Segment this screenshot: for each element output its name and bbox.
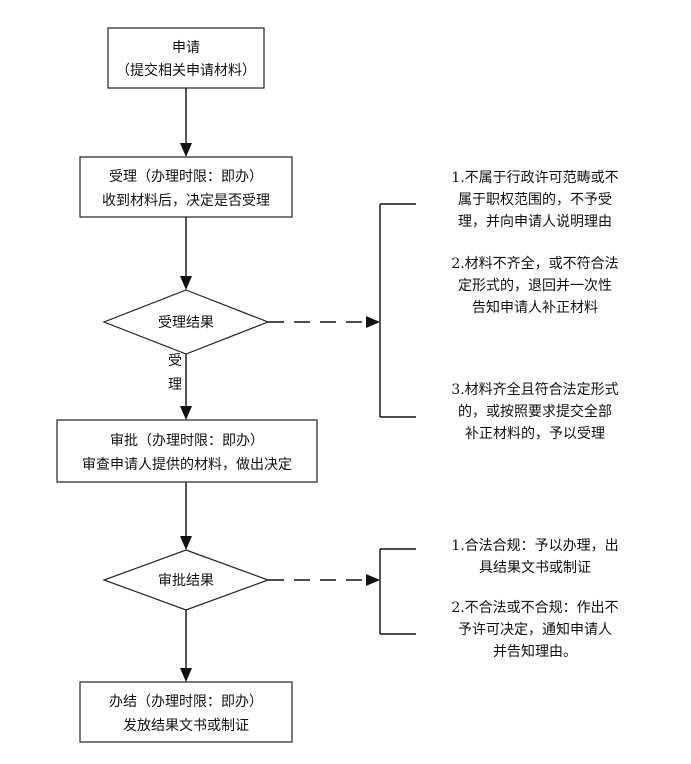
accept-title: 受理（办理时限：即办）	[109, 169, 263, 185]
apply-step: 申请 （提交相关申请材料）	[107, 27, 265, 89]
accept-outcome-2: 2.材料不齐全，或不符合法 定形式的，退回并一次性 告知申请人补正材料	[451, 255, 618, 316]
arrowhead-accept-decision	[180, 276, 192, 290]
apply-title: 申请	[172, 40, 200, 56]
review-result-label: 审批结果	[158, 573, 214, 589]
review-result-decision: 审批结果	[102, 549, 270, 611]
review-outcome-2-line-1: 2.不合法或不合规：作出不	[451, 600, 618, 616]
accept-outcome-1-line-2: 属于职权范围的，不予受	[458, 191, 612, 208]
apply-box	[107, 27, 265, 89]
arrowhead-review-outcomes	[366, 574, 380, 586]
accept-outcome-1: 1.不属于行政许可范畴或不 属于职权范围的，不予受 理，并向申请人说明理由	[451, 169, 618, 230]
accept-outcome-3-line-1: 3.材料齐全且符合法定形式	[451, 381, 618, 398]
accept-outcome-2-line-3: 告知申请人补正材料	[472, 299, 598, 316]
accept-outcome-3-line-2: 的，或按照要求提交全部	[458, 403, 612, 420]
arrowhead-accept-outcomes	[366, 316, 380, 328]
review-step: 审批（办理时限：即办） 审查申请人提供的材料，做出决定	[56, 419, 318, 483]
review-outcome-1-line-1: 1.合法合规：予以办理，出	[451, 538, 618, 554]
arrowhead-review-decision	[180, 536, 192, 550]
accept-outcome-3-line-3: 补正材料的，予以受理	[465, 426, 605, 442]
complete-step: 办结（办理时限：即办） 发放结果文书或制证	[79, 681, 293, 743]
accept-result-decision: 受理结果	[102, 289, 270, 355]
arrowhead-review-complete	[180, 668, 192, 682]
accept-subtitle: 收到材料后，决定是否受理	[102, 193, 270, 209]
arrowhead-apply-accept	[180, 143, 192, 157]
review-outcome-2-line-2: 予许可决定，通知申请人	[458, 621, 612, 638]
accept-outcome-2-line-1: 2.材料不齐全，或不符合法	[451, 255, 618, 272]
review-outcome-2: 2.不合法或不合规：作出不 予许可决定，通知申请人 并告知理由。	[451, 600, 618, 660]
accept-outcome-1-line-3: 理，并向申请人说明理由	[458, 214, 612, 230]
review-title: 审批（办理时限：即办）	[110, 433, 264, 449]
complete-subtitle: 发放结果文书或制证	[123, 718, 249, 734]
accept-outcome-1-line-1: 1.不属于行政许可范畴或不	[451, 169, 618, 186]
complete-title: 办结（办理时限：即办）	[109, 694, 263, 710]
accept-result-label: 受理结果	[158, 315, 214, 331]
review-outcome-1: 1.合法合规：予以办理，出 具结果文书或制证	[451, 538, 618, 576]
review-outcome-1-line-2: 具结果文书或制证	[479, 560, 591, 576]
arrowhead-decision-review	[180, 406, 192, 420]
accept-outcome-2-line-2: 定形式的，退回并一次性	[458, 278, 612, 294]
apply-subtitle: （提交相关申请材料）	[116, 62, 256, 79]
accepted-branch-label-2: 理	[168, 377, 182, 393]
review-box	[56, 419, 318, 483]
complete-box	[79, 681, 293, 743]
accepted-branch-label-1: 受	[168, 353, 182, 369]
review-outcome-2-line-3: 并告知理由。	[493, 643, 577, 660]
accept-step: 受理（办理时限：即办） 收到材料后，决定是否受理	[79, 156, 293, 218]
accept-outcome-3: 3.材料齐全且符合法定形式 的，或按照要求提交全部 补正材料的，予以受理	[451, 381, 618, 442]
review-subtitle: 审查申请人提供的材料，做出决定	[82, 457, 292, 473]
